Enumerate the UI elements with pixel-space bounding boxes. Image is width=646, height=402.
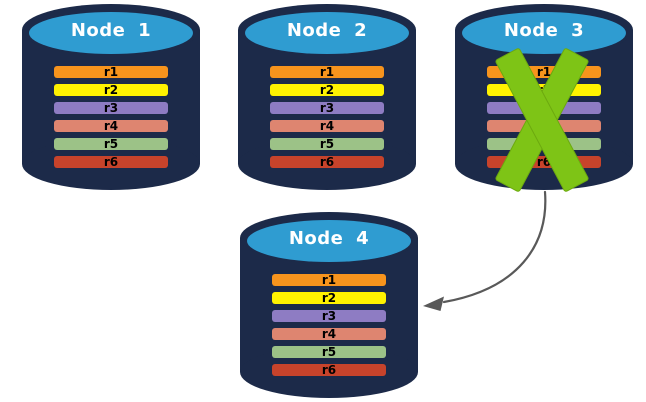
replica-row-label: r3 <box>103 101 119 115</box>
replica-row-label: r5 <box>321 345 337 359</box>
replica-row-label: r6 <box>103 155 119 169</box>
replica-row-r5: r5 <box>54 138 168 150</box>
replica-row-r1: r1 <box>272 274 386 286</box>
replica-row-r1: r1 <box>54 66 168 78</box>
replica-row-label: r1 <box>321 273 337 287</box>
cylinder-top-surface <box>245 12 409 54</box>
replica-row-r6: r6 <box>54 156 168 168</box>
replica-row-r1: r1 <box>270 66 384 78</box>
replica-row-label: r6 <box>321 363 337 377</box>
db-node-4: Node 4 r1 r2 r3 r4 r5 r6 <box>240 212 418 398</box>
replica-row-r3: r3 <box>270 102 384 114</box>
replica-row-r5: r5 <box>270 138 384 150</box>
failover-arrow-curve <box>442 190 547 304</box>
replica-row-label: r3 <box>321 309 337 323</box>
cylinder-top-surface <box>247 220 411 262</box>
cylinder-top-rim <box>22 4 200 56</box>
node-title: Node 2 <box>286 20 368 41</box>
replica-row-label: r4 <box>321 327 337 341</box>
replica-row-r6: r6 <box>272 364 386 376</box>
cylinder-top-rim <box>238 4 416 56</box>
node-title: Node 1 <box>70 20 152 41</box>
replica-row-label: r4 <box>103 119 119 133</box>
cylinder-top-surface <box>29 12 193 54</box>
replica-row-r2: r2 <box>272 292 386 304</box>
failover-arrow-head <box>423 296 444 311</box>
cylinder-top-rim <box>240 212 418 264</box>
replica-row-label: r2 <box>103 83 119 97</box>
failure-x-icon <box>455 4 633 193</box>
replica-row-r5: r5 <box>272 346 386 358</box>
replica-row-label: r1 <box>103 65 119 79</box>
replica-rows: r1 r2 r3 r4 r5 r6 <box>270 66 384 174</box>
db-node-1: Node 1 r1 r2 r3 r4 r5 r6 <box>22 4 200 190</box>
replica-row-r2: r2 <box>270 84 384 96</box>
node-title: Node 4 <box>288 228 370 249</box>
replica-row-r3: r3 <box>54 102 168 114</box>
replica-row-label: r6 <box>319 155 335 169</box>
replica-row-r6: r6 <box>270 156 384 168</box>
db-node-2: Node 2 r1 r2 r3 r4 r5 r6 <box>238 4 416 190</box>
replica-row-label: r2 <box>319 83 335 97</box>
replica-row-r4: r4 <box>272 328 386 340</box>
replica-row-label: r5 <box>103 137 119 151</box>
replica-row-r2: r2 <box>54 84 168 96</box>
replica-row-r4: r4 <box>270 120 384 132</box>
replica-rows: r1 r2 r3 r4 r5 r6 <box>54 66 168 174</box>
node-title: Node 3 <box>503 20 585 41</box>
replica-row-label: r1 <box>536 65 552 79</box>
db-node-3: Node 3r1r2r3r4r5r6 <box>455 4 633 193</box>
replica-rows: r1 r2 r3 r4 r5 r6 <box>272 274 386 382</box>
replica-row-label: r1 <box>319 65 335 79</box>
cylinder-top-surface <box>462 12 626 54</box>
replica-row-r4: r4 <box>54 120 168 132</box>
replica-row-label: r2 <box>321 291 337 305</box>
replica-row-label: r4 <box>319 119 335 133</box>
replica-row-r3: r3 <box>272 310 386 322</box>
replica-row-label: r3 <box>319 101 335 115</box>
replica-row-label: r5 <box>319 137 335 151</box>
cylinder-top-rim <box>455 4 633 56</box>
